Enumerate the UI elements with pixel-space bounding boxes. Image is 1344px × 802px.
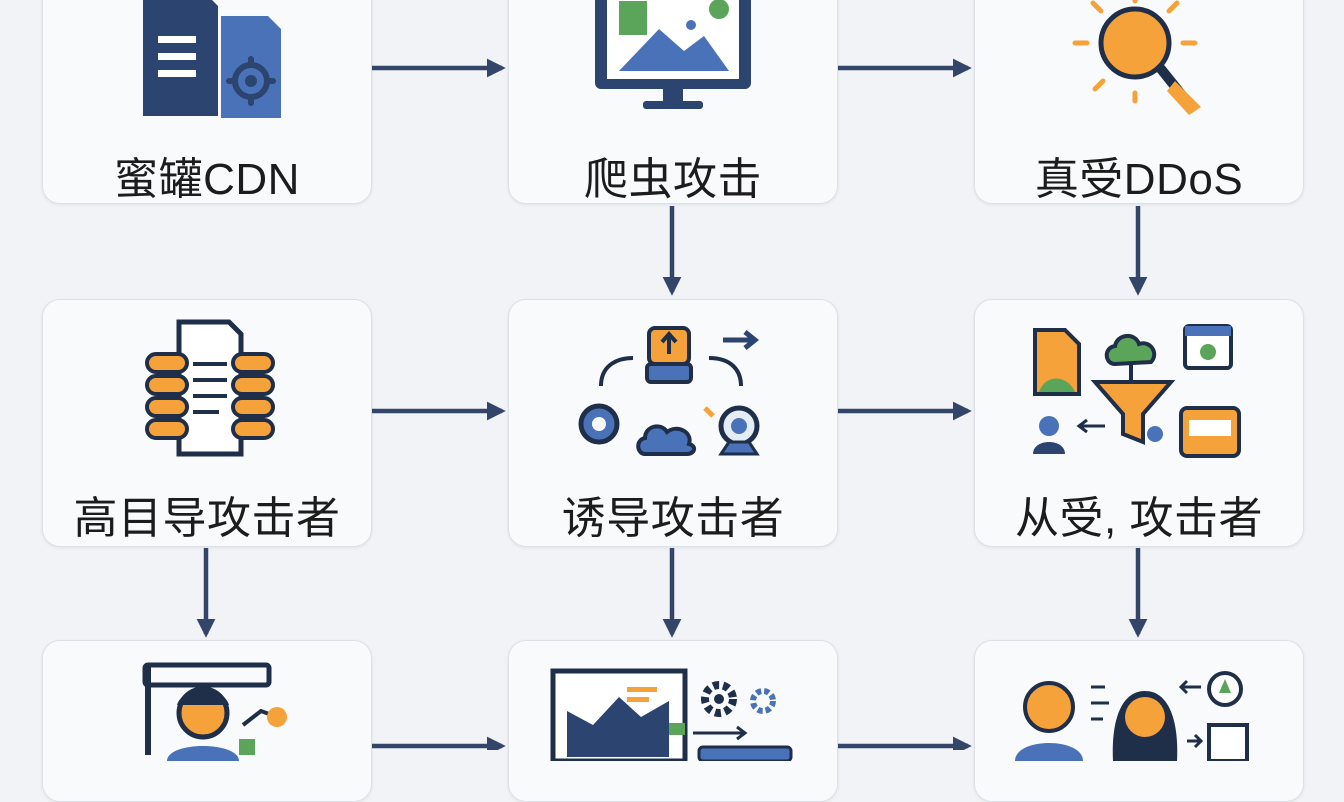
node-bottom-left [42, 640, 372, 802]
hands-document-icon [145, 319, 275, 457]
node-crawler-attack: 爬虫攻击 [508, 0, 838, 204]
arrow-high-to-lure [372, 401, 506, 421]
node-label: 诱导攻击者 [561, 494, 785, 543]
node-honeypot-cdn: 蜜罐CDN [42, 0, 372, 204]
arrow-high-to-bottom-left [196, 548, 216, 638]
arrow-passive-to-bottom-right [1128, 548, 1148, 638]
arrow-bottom-middle-to-right [838, 736, 972, 750]
node-passive-attacker: 从受, 攻击者 [974, 299, 1304, 547]
node-real-ddos: 真受DDoS [974, 0, 1304, 204]
node-label: 真受DDoS [1034, 155, 1244, 204]
node-high-target: 高目导攻击者 [42, 299, 372, 547]
arrow-crawler-to-ddos [838, 58, 972, 78]
sun-magnifier-icon [1072, 0, 1201, 115]
monitor-image-icon [595, 0, 751, 109]
arrow-crawler-to-lure [662, 206, 682, 296]
arrow-ddos-to-passive [1128, 206, 1148, 296]
node-bottom-right [974, 640, 1304, 802]
workflow-network-icon [578, 326, 760, 456]
data-filter-flow-icon [1033, 324, 1241, 458]
arrow-honeypot-to-crawler [372, 58, 506, 78]
people-bulb-icon [1015, 671, 1249, 761]
node-label: 高目导攻击者 [73, 494, 341, 543]
node-label: 蜜罐CDN [114, 155, 300, 204]
node-bottom-middle [508, 640, 838, 802]
user-calendar-icon [142, 662, 287, 761]
node-label: 爬虫攻击 [584, 155, 762, 204]
node-label: 从受, 攻击者 [1015, 494, 1263, 543]
arrow-lure-to-passive [838, 401, 972, 421]
document-gear-icon [143, 0, 281, 118]
chart-gears-icon [550, 668, 793, 761]
arrow-bottom-left-to-middle [372, 736, 506, 750]
node-lure-attacker: 诱导攻击者 [508, 299, 838, 547]
arrow-lure-to-bottom-middle [662, 548, 682, 638]
